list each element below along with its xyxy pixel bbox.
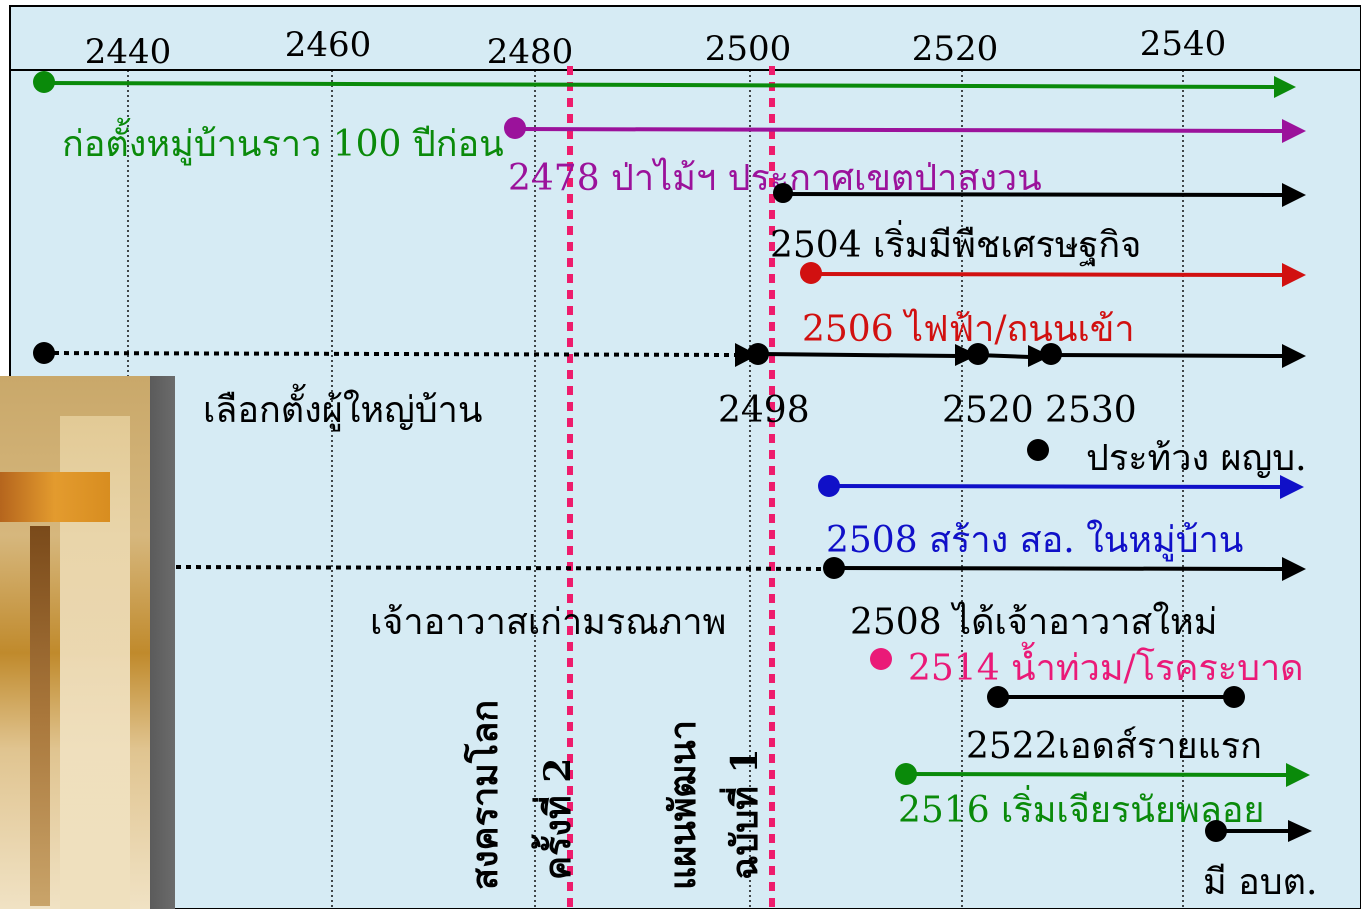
abbot-line: [175, 557, 1306, 581]
year-label-2540: 2540: [1140, 24, 1227, 64]
headman-arrowhead-2530: [1028, 345, 1051, 367]
photo-orange-area: [0, 472, 110, 522]
ww2-label-line1: สงครามโลก: [463, 700, 506, 890]
forest-reserve-line: [504, 117, 1306, 143]
year-label-2460: 2460: [285, 25, 372, 65]
gem-cutting-arrowhead: [1286, 763, 1310, 787]
headman-arrowhead-2498: [735, 343, 758, 367]
flood-dot: [870, 648, 892, 670]
village-founded-line: [33, 71, 1296, 98]
cash-crops-dot: [773, 183, 793, 203]
headman-end-arrowhead: [1282, 344, 1306, 368]
village-founded-arrowhead: [1274, 76, 1296, 98]
year-label-2520: 2520: [912, 29, 999, 69]
tao-arrowhead: [1288, 820, 1312, 842]
headman-dot-2530: [1040, 343, 1062, 365]
gem-cutting-dot: [895, 763, 917, 785]
ww2-label-line2: ครั้งที่ 2: [531, 758, 579, 880]
electricity-road-dot: [800, 262, 822, 284]
aids-start-dot: [987, 686, 1009, 708]
year-label-2480: 2480: [487, 32, 574, 72]
tao-label: มี อบต.: [1203, 862, 1317, 903]
aids-end-dot: [1223, 686, 1245, 708]
gem-cutting-label: 2516 เริ่มเจียรนัยพลอย: [898, 785, 1264, 831]
village-founded-label: ก่อตั้งหมู่บ้านราว 100 ปีก่อน: [62, 117, 504, 166]
year-label-2440: 2440: [85, 32, 172, 72]
headman-death-label: ประท้วง ผญบ.: [1086, 438, 1307, 479]
headman-solid-line-1: [757, 352, 959, 358]
forest-reserve-arrowhead: [1282, 119, 1306, 143]
cash-crops-arrowhead: [1282, 183, 1306, 207]
forest-reserve-dot: [504, 117, 526, 139]
health-station-label: 2508 สร้าง สอ. ในหมู่บ้าน: [826, 519, 1243, 562]
headman-dot-2498: [747, 343, 769, 365]
year-label-2500: 2500: [705, 29, 792, 69]
cash-crops-line: [773, 183, 1306, 207]
year-2520-2530-label: 2520 2530: [942, 390, 1137, 431]
year-labels: 2440 2460 2480 2500 2520 2540: [85, 24, 1227, 72]
headman-solid-line-3: [1050, 353, 1285, 358]
electricity-road-arrow-line: [810, 272, 1285, 277]
headman-election-label: เลือกตั้งผู้ใหญ่บ้าน: [203, 383, 483, 432]
photo-dark-stripe: [30, 526, 50, 906]
year-2498-label: 2498: [718, 390, 810, 431]
new-abbot-label: 2508 ได้เจ้าอาวาสใหม่: [850, 601, 1217, 643]
tao-dot: [1205, 820, 1227, 842]
tao-line: [1205, 820, 1312, 842]
plan1-label-line1: แผนพัฒนา: [662, 720, 704, 890]
first-aids-label: 2522เอดส์รายแรก: [966, 726, 1262, 767]
forest-reserve-arrow-line: [514, 127, 1285, 133]
headman-arrowhead-2520: [955, 344, 978, 366]
headman-line: [33, 342, 1306, 368]
health-station-line: [818, 475, 1304, 499]
headman-death-dot: [1027, 439, 1049, 461]
gem-cutting-line: [895, 763, 1310, 787]
village-founded-arrow-line: [43, 81, 1277, 89]
cash-crops-label: 2504 เริ่มมีพืชเศรษฐกิจ: [770, 220, 1141, 267]
village-founded-dot: [33, 71, 55, 93]
diagram-background: [10, 6, 1361, 909]
health-station-arrowhead: [1280, 475, 1304, 499]
cash-crops-arrow-line: [782, 192, 1285, 197]
health-station-arrow-line: [828, 484, 1282, 489]
electricity-road-arrowhead: [1282, 263, 1306, 287]
abbot-dot: [823, 557, 845, 579]
photo-thumbnail: [0, 376, 175, 909]
abbot-arrowhead: [1282, 557, 1306, 581]
gem-cutting-arrow-line: [905, 772, 1289, 777]
aids-segment: [987, 686, 1245, 708]
old-abbot-label: เจ้าอาวาสเก่ามรณภาพ: [370, 602, 726, 643]
headman-start-dot: [33, 342, 55, 364]
flood-label: 2514 น้ำท่วม/โรคระบาด: [908, 641, 1304, 689]
milestone-labels: สงครามโลก ครั้งที่ 2 แผนพัฒนา ฉบับที่ 1: [463, 700, 766, 890]
health-station-dot: [818, 475, 840, 497]
electricity-road-label: 2506 ไฟฟ้า/ถนนเข้า: [802, 308, 1135, 350]
electricity-road-line: [800, 262, 1306, 287]
plan1-label-line2: ฉบับที่ 1: [719, 748, 766, 880]
abbot-solid-line: [833, 566, 1285, 571]
headman-dot-2520: [967, 343, 989, 365]
